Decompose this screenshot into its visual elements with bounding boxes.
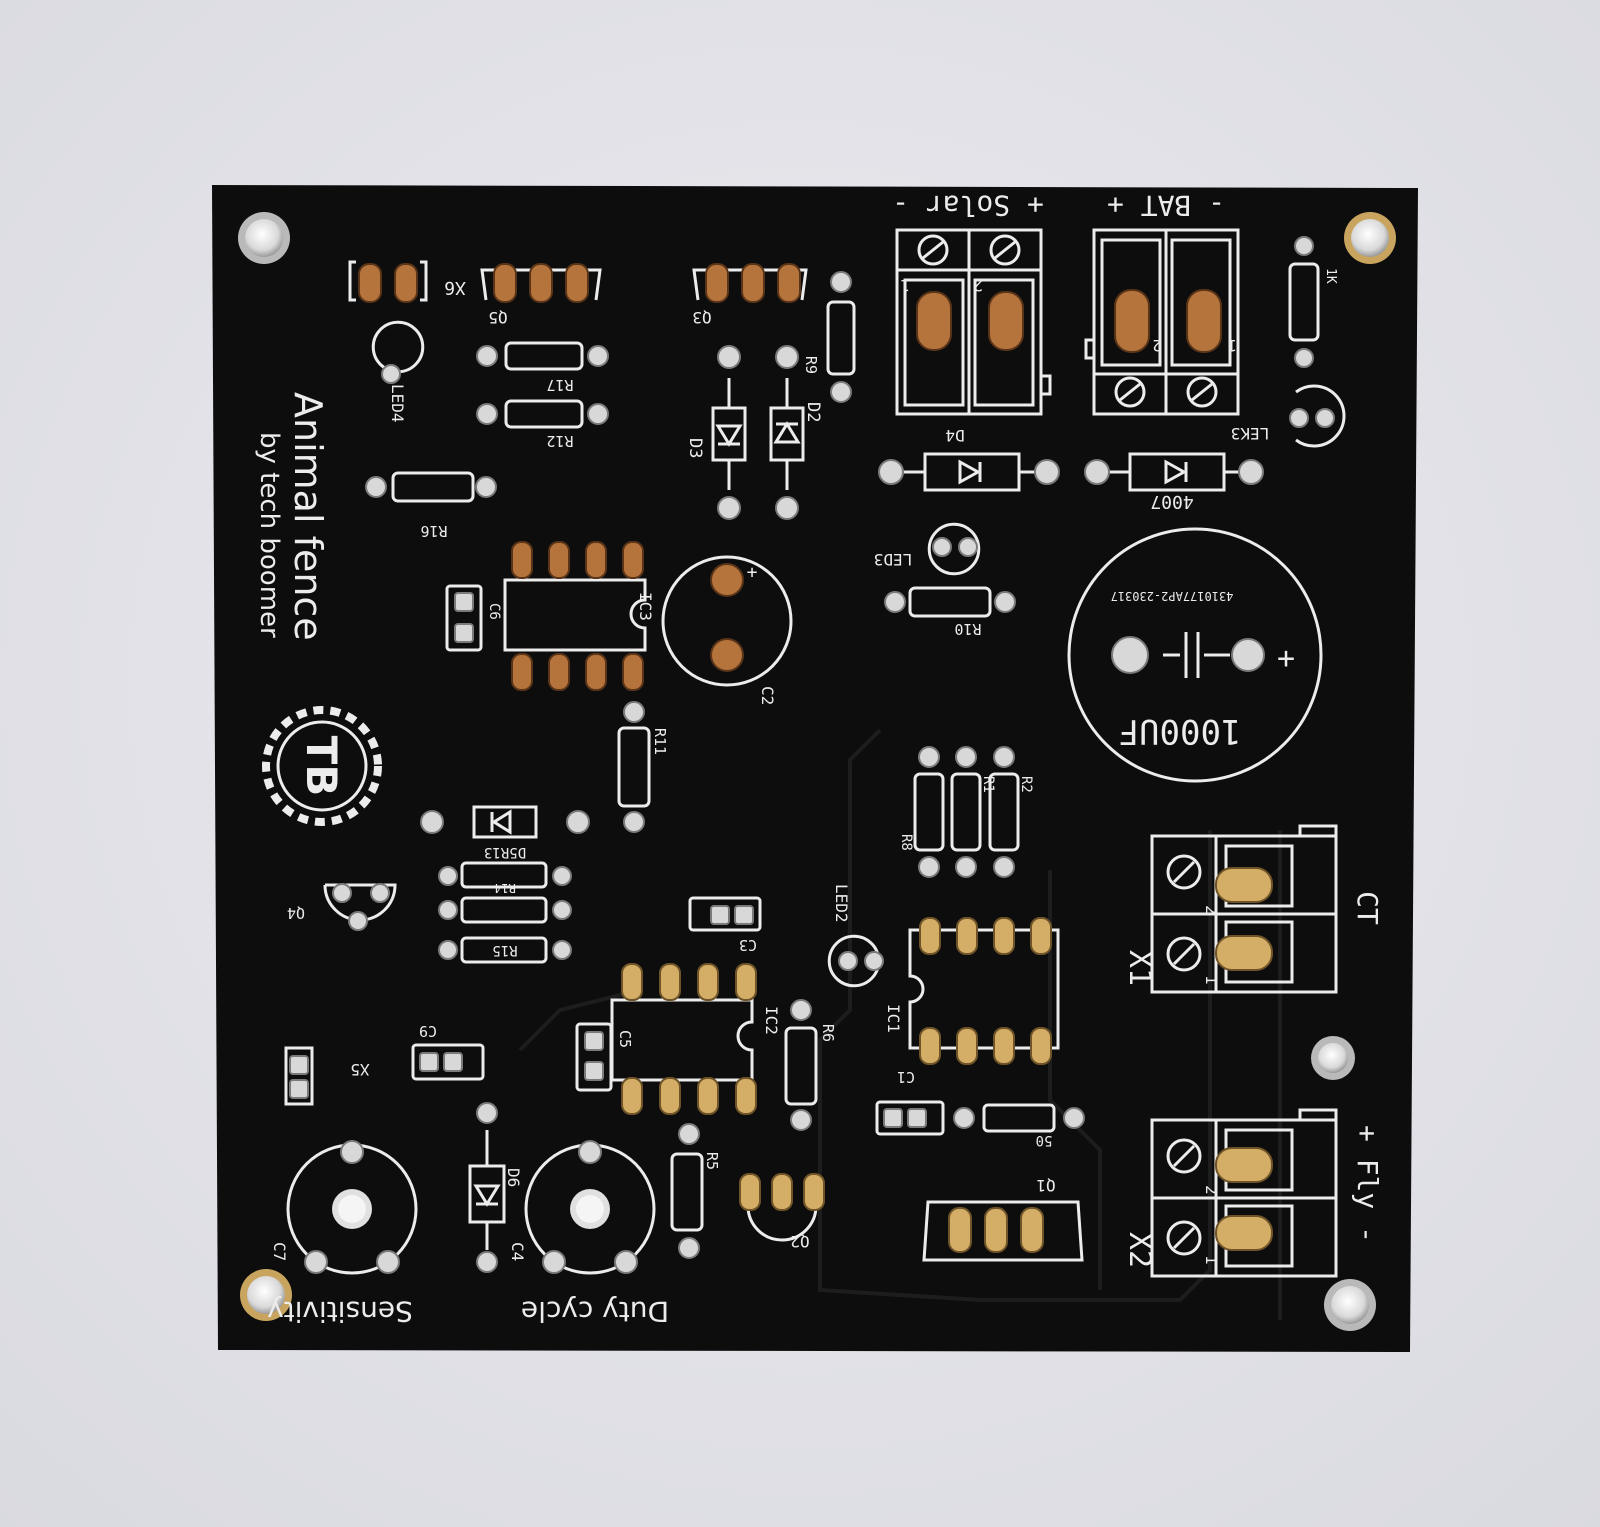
ref-d5r13: D5R13 bbox=[484, 844, 526, 860]
label-cap-value: 1000UF bbox=[1119, 711, 1242, 751]
ref-r12: R12 bbox=[546, 432, 573, 450]
pin-solar-2: 2 bbox=[973, 276, 983, 295]
ref-r14: R14 bbox=[494, 881, 516, 895]
pin-ct-2: 2 bbox=[1202, 905, 1221, 915]
tb-logo-text: TB bbox=[297, 736, 346, 797]
ref-r2: R2 bbox=[1018, 776, 1034, 793]
ref-d4: D4 bbox=[945, 426, 964, 445]
ref-q2: Q2 bbox=[790, 1232, 809, 1251]
ref-r16: R16 bbox=[420, 522, 447, 540]
diode-symbols bbox=[473, 421, 1230, 1207]
label-solar: + Solar - bbox=[892, 189, 1044, 222]
ref-d6: D6 bbox=[504, 1168, 523, 1187]
pot-holes bbox=[332, 1189, 610, 1229]
ref-c1: C1 bbox=[897, 1068, 915, 1086]
ref-led3: LED3 bbox=[874, 550, 913, 569]
label-cap-code: 4310177AP2-230317 bbox=[1111, 589, 1234, 603]
ref-r9: R9 bbox=[802, 356, 820, 374]
terminal-screws bbox=[917, 234, 1218, 1256]
ref-c9: C9 bbox=[419, 1022, 437, 1040]
board-title: Animal fence bbox=[286, 392, 330, 641]
ref-c6: C6 bbox=[486, 603, 502, 620]
silkscreen-outlines bbox=[284, 228, 1346, 1278]
pin-bat-1: 1 bbox=[1227, 336, 1237, 355]
label-c2-plus: + bbox=[747, 562, 758, 583]
label-ct: CT bbox=[1351, 891, 1384, 925]
ref-r50: 50 bbox=[1036, 1132, 1053, 1148]
ref-lek3: LEK3 bbox=[1231, 424, 1270, 443]
ref-c4: C4 bbox=[508, 1242, 527, 1261]
ref-q4: Q4 bbox=[287, 904, 305, 922]
ref-r11: R11 bbox=[651, 728, 669, 755]
ref-r5: R5 bbox=[703, 1152, 721, 1170]
ref-c3: C3 bbox=[739, 936, 757, 954]
pin-fly-2: 2 bbox=[1202, 1185, 1221, 1195]
label-4007: 4007 bbox=[1150, 491, 1193, 512]
label-cap-plus: + bbox=[1277, 641, 1295, 676]
tb-logo: TB bbox=[262, 706, 382, 826]
ref-x6: X6 bbox=[444, 277, 466, 298]
pads-gold bbox=[621, 867, 1273, 1253]
pin-fly-1: 1 bbox=[1202, 1255, 1221, 1265]
label-fly: + Fly - bbox=[1351, 1125, 1384, 1243]
ref-led2: LED2 bbox=[832, 884, 851, 923]
ref-r6: R6 bbox=[819, 1024, 837, 1042]
ref-c7: C7 bbox=[270, 1242, 289, 1261]
ref-ic3: IC3 bbox=[636, 592, 655, 621]
ref-r17: R17 bbox=[546, 376, 573, 394]
ref-c5: C5 bbox=[616, 1030, 634, 1048]
label-bat: - BAT + bbox=[1107, 189, 1225, 222]
ref-r8: R8 bbox=[898, 834, 914, 851]
ref-d3: D3 bbox=[685, 438, 705, 458]
pin-solar-1: 1 bbox=[900, 276, 910, 295]
label-x1: X1 bbox=[1122, 950, 1157, 986]
ref-x5: X5 bbox=[350, 1060, 369, 1079]
label-sensitivity: Sensitivity bbox=[267, 1295, 413, 1328]
mounting-holes bbox=[238, 212, 1396, 1331]
ref-c2: C2 bbox=[758, 686, 777, 705]
label-1k: 1K bbox=[1323, 268, 1338, 284]
ref-q5: Q5 bbox=[488, 308, 507, 327]
ref-ic1: IC1 bbox=[884, 1004, 903, 1033]
pads-copper bbox=[358, 263, 1222, 691]
ref-led4: LED4 bbox=[388, 384, 407, 423]
ref-r1: R1 bbox=[980, 776, 996, 793]
pin-bat-2: 2 bbox=[1152, 336, 1162, 355]
label-duty-cycle: Duty cycle bbox=[521, 1295, 669, 1328]
pads-silver bbox=[289, 236, 1335, 1274]
ref-r10: R10 bbox=[954, 620, 981, 638]
copper-traces bbox=[518, 728, 1282, 1320]
pin-ct-1: 1 bbox=[1202, 975, 1221, 985]
ref-ic2: IC2 bbox=[762, 1006, 781, 1035]
ref-q3: Q3 bbox=[692, 308, 711, 327]
ref-q1: Q1 bbox=[1036, 1176, 1055, 1195]
board-subtitle: by tech boomer bbox=[254, 432, 284, 638]
pcb-board bbox=[212, 185, 1418, 1352]
ref-r15: R15 bbox=[492, 942, 517, 958]
label-x2: X2 bbox=[1122, 1232, 1157, 1268]
silkscreen-text: Animal fence by tech boomer + Solar - - … bbox=[254, 189, 1384, 1328]
ref-d2: D2 bbox=[803, 402, 823, 422]
